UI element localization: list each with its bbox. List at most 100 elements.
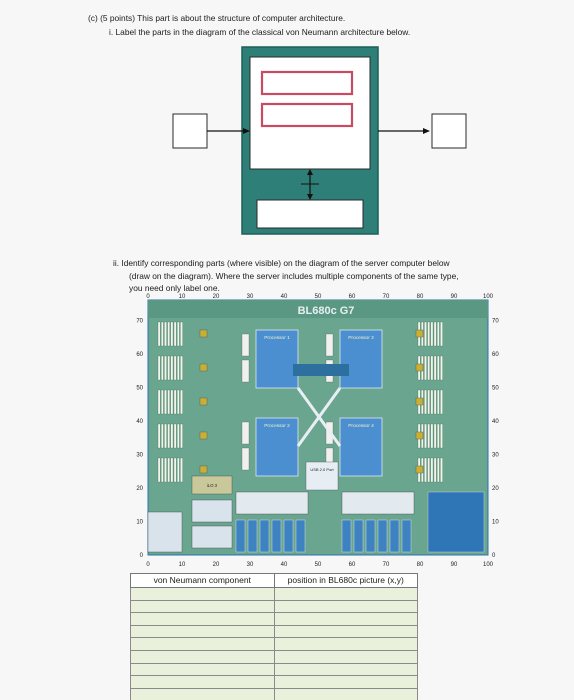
- table-row: [130, 687, 418, 700]
- controller-chip: [191, 525, 233, 549]
- component-cell[interactable]: [130, 637, 275, 651]
- ilo-chip: [191, 475, 233, 495]
- server-board-diagram: BL680c G7 001010202030304040505060607070…: [136, 294, 499, 568]
- x-tick-top: 80: [417, 294, 424, 300]
- io-hub-chip: [305, 461, 339, 491]
- position-cell[interactable]: [273, 649, 418, 664]
- processor-block: Processor 2: [241, 417, 299, 477]
- table-row: [130, 612, 418, 626]
- y-tick-left: 20: [136, 486, 143, 492]
- expansion-slot: [271, 519, 282, 553]
- component-cell[interactable]: [130, 649, 275, 664]
- y-tick-left: 40: [136, 419, 143, 425]
- dimm-bank: [157, 355, 208, 381]
- dimm-connector: [415, 465, 424, 474]
- chip-label-box: [241, 359, 250, 383]
- chip-label-box: [241, 421, 250, 445]
- dimm-connector: [415, 397, 424, 406]
- dimm-connector: [415, 329, 424, 338]
- processor-block: Processor 3: [325, 329, 383, 389]
- dimm-bank: [157, 389, 208, 415]
- dimm-bank: [415, 355, 443, 381]
- y-tick-left: 50: [136, 386, 143, 392]
- y-tick-left: 60: [136, 352, 143, 358]
- network-adapter: [427, 491, 485, 553]
- y-tick-left: 10: [136, 520, 143, 526]
- table-header-component: von Neumann component: [130, 573, 275, 588]
- dimm-connector: [199, 465, 208, 474]
- x-tick-top: 0: [146, 294, 150, 300]
- dimm-connector: [199, 329, 208, 338]
- x-tick-bottom: 50: [315, 562, 322, 568]
- table-row: [130, 587, 418, 601]
- x-tick-top: 90: [451, 294, 458, 300]
- component-cell[interactable]: [130, 599, 275, 614]
- expansion-slot: [353, 519, 364, 553]
- expansion-slot: [401, 519, 412, 553]
- position-cell[interactable]: [273, 637, 418, 651]
- x-tick-top: 40: [281, 294, 288, 300]
- mezzanine-card: [341, 491, 415, 515]
- x-tick-top: 60: [349, 294, 356, 300]
- mezzanine-card: [235, 491, 309, 515]
- chip-label-box: [241, 447, 250, 471]
- x-tick-bottom: 40: [281, 562, 288, 568]
- x-tick-bottom: 80: [417, 562, 424, 568]
- expansion-slot: [295, 519, 306, 553]
- expansion-slot: [259, 519, 270, 553]
- y-tick-left: 70: [136, 319, 143, 325]
- vn-output-box: [431, 113, 467, 149]
- position-cell[interactable]: [273, 612, 418, 626]
- table-header-position: position in BL680c picture (x,y): [273, 573, 418, 588]
- y-tick-right: 0: [492, 553, 496, 559]
- x-tick-bottom: 100: [483, 562, 494, 568]
- question-part-c: (c) (5 points) This part is about the st…: [88, 13, 346, 23]
- y-tick-left: 0: [140, 553, 144, 559]
- dimm-connector: [199, 363, 208, 372]
- table-row: [130, 649, 418, 664]
- vn-alu-box: [260, 102, 354, 128]
- component-cell[interactable]: [130, 675, 275, 689]
- component-cell[interactable]: [130, 624, 275, 639]
- position-cell[interactable]: [273, 587, 418, 601]
- y-tick-right: 30: [492, 453, 499, 459]
- io-hub-label: USB 2.0 Port: [310, 467, 334, 472]
- table-row: [130, 624, 418, 639]
- dimm-bank: [415, 321, 443, 347]
- video-controller: [147, 511, 183, 553]
- y-tick-right: 40: [492, 419, 499, 425]
- x-tick-top: 50: [315, 294, 322, 300]
- component-cell[interactable]: [130, 587, 275, 601]
- dimm-bank: [157, 321, 208, 347]
- position-cell[interactable]: [273, 675, 418, 689]
- interconnect-bar: [293, 364, 349, 376]
- component-cell[interactable]: [130, 687, 275, 700]
- von-neumann-diagram: [172, 46, 467, 235]
- chip-label-box: [241, 333, 250, 357]
- dimm-bank: [157, 423, 208, 449]
- processor-label: Processor 3: [348, 335, 374, 341]
- dimm-connector: [415, 363, 424, 372]
- x-tick-top: 20: [213, 294, 220, 300]
- question-part-ii-line3: you need only label one.: [129, 283, 220, 293]
- y-tick-right: 20: [492, 486, 499, 492]
- dimm-bank: [415, 389, 443, 415]
- component-cell[interactable]: [130, 612, 275, 626]
- y-tick-right: 10: [492, 520, 499, 526]
- x-tick-top: 30: [247, 294, 254, 300]
- component-cell[interactable]: [130, 662, 275, 677]
- y-tick-right: 50: [492, 386, 499, 392]
- question-part-ii-line1: ii. Identify corresponding parts (where …: [113, 258, 450, 268]
- y-tick-right: 60: [492, 352, 499, 358]
- position-cell[interactable]: [273, 662, 418, 677]
- vn-memory-box: [256, 199, 364, 229]
- x-tick-bottom: 10: [179, 562, 186, 568]
- vn-input-box: [172, 113, 208, 149]
- position-cell[interactable]: [273, 687, 418, 700]
- position-cell[interactable]: [273, 599, 418, 614]
- position-cell[interactable]: [273, 624, 418, 639]
- dimm-bank: [157, 457, 208, 483]
- dimm-connector: [415, 431, 424, 440]
- x-tick-bottom: 20: [213, 562, 220, 568]
